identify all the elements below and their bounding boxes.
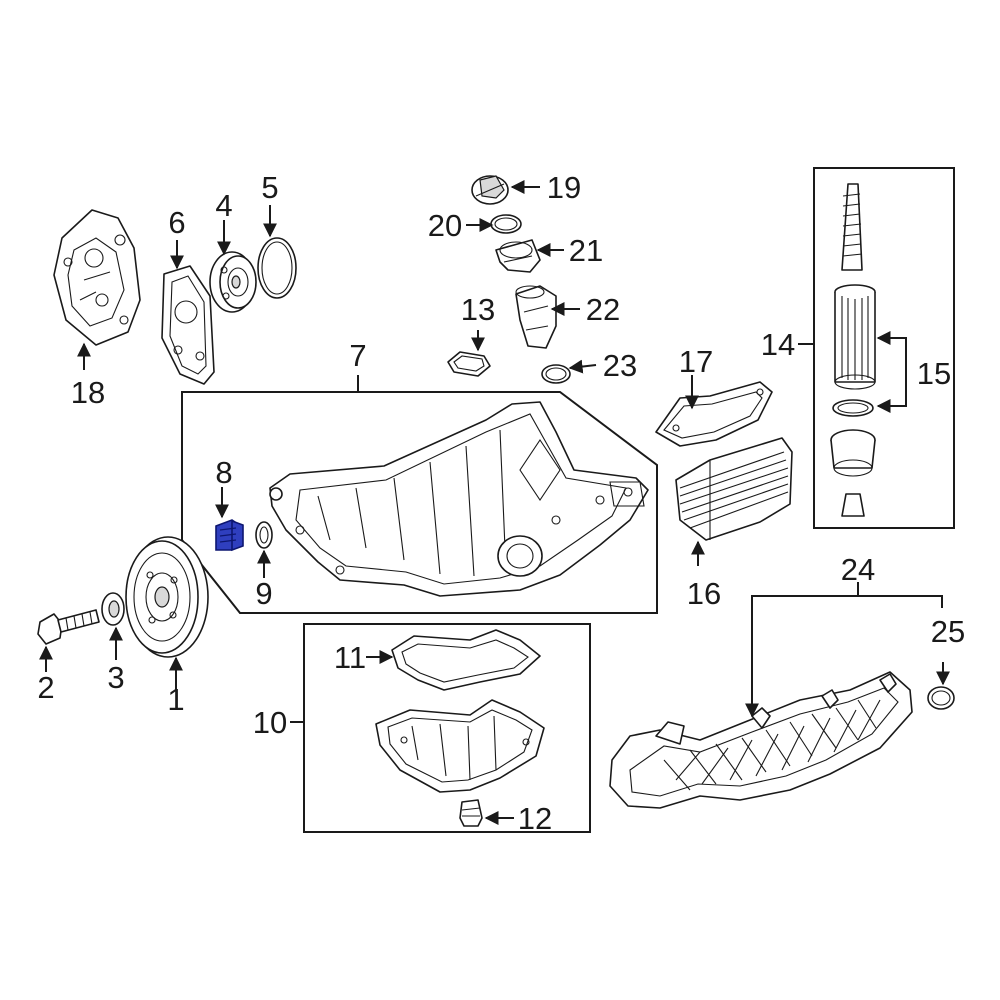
crank-bolt-part[interactable] xyxy=(37,609,100,645)
callout-22: 22 xyxy=(586,292,620,327)
callout-labels: 1 2 3 4 5 6 7 8 9 10 11 12 13 14 15 16 1… xyxy=(37,170,965,836)
callout-11: 11 xyxy=(334,640,366,675)
lower-pan-gasket-part[interactable] xyxy=(391,629,541,691)
lower-pan-group-box xyxy=(303,623,591,833)
callout-25: 25 xyxy=(931,614,965,649)
callout-24: 24 xyxy=(841,552,875,587)
oil-filter-assembly-part[interactable] xyxy=(830,183,876,517)
callout-7: 7 xyxy=(349,338,366,373)
upper-oil-pan-part[interactable] xyxy=(269,401,649,597)
callout-17: 17 xyxy=(679,344,713,379)
callout-8: 8 xyxy=(215,455,232,490)
oil-cooler-part[interactable] xyxy=(675,437,793,541)
callout-6: 6 xyxy=(168,205,185,240)
callout-16: 16 xyxy=(687,576,721,611)
intake-manifold-part[interactable] xyxy=(609,671,913,809)
cover-gasket-part[interactable] xyxy=(161,265,215,385)
lower-oil-pan-part[interactable] xyxy=(375,699,545,793)
callout-12: 12 xyxy=(518,801,552,836)
callout-1: 1 xyxy=(167,682,184,717)
pump-pulley-part[interactable] xyxy=(209,251,257,313)
oil-cooler-gasket-part[interactable] xyxy=(655,381,773,447)
filler-cap-seal-part[interactable] xyxy=(447,351,491,377)
callout-23: 23 xyxy=(603,348,637,383)
callout-4: 4 xyxy=(215,188,232,223)
callout-15: 15 xyxy=(917,356,951,391)
tube-o-ring-part[interactable] xyxy=(541,364,571,384)
crank-pulley-part[interactable] xyxy=(125,536,209,658)
callout-14: 14 xyxy=(761,327,795,362)
leader-lines xyxy=(39,180,950,825)
drain-plug-part[interactable] xyxy=(215,519,244,552)
filler-neck-part[interactable] xyxy=(495,239,541,273)
large-o-ring-part[interactable] xyxy=(257,237,297,299)
manifold-gasket-part[interactable] xyxy=(927,686,955,710)
callout-2: 2 xyxy=(37,670,54,705)
crank-washer-part[interactable] xyxy=(101,592,125,626)
timing-cover-part[interactable] xyxy=(53,209,141,346)
lower-drain-plug-part[interactable] xyxy=(459,799,483,827)
oil-filter-group-box xyxy=(813,167,955,529)
filler-cap-part[interactable] xyxy=(471,175,509,205)
callout-19: 19 xyxy=(547,170,581,205)
callout-20: 20 xyxy=(428,208,462,243)
callout-10: 10 xyxy=(253,705,287,740)
callout-18: 18 xyxy=(71,375,105,410)
callout-9: 9 xyxy=(255,576,272,611)
callout-13: 13 xyxy=(461,292,495,327)
drain-plug-washer-part[interactable] xyxy=(255,521,273,549)
cap-o-ring-part[interactable] xyxy=(490,214,522,234)
callout-3: 3 xyxy=(107,660,124,695)
callout-21: 21 xyxy=(569,233,603,268)
filler-tube-part[interactable] xyxy=(515,285,557,349)
callout-5: 5 xyxy=(261,170,278,205)
